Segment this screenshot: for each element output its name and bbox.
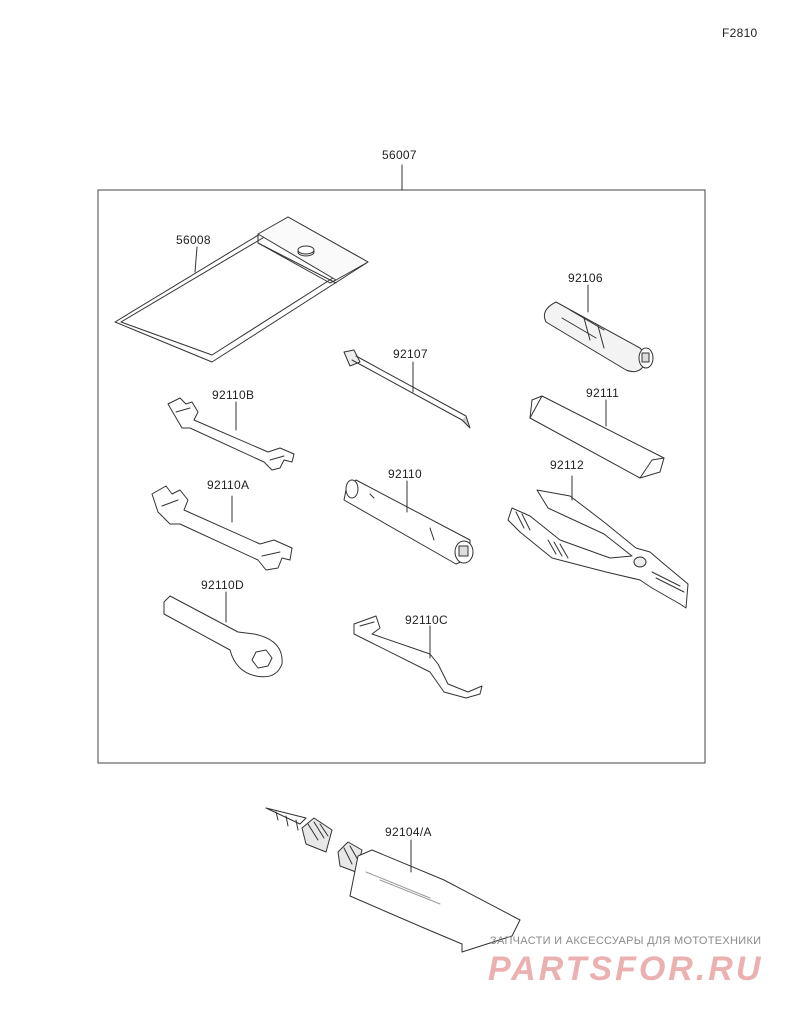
repair-tube	[337, 841, 521, 953]
label-56007: 56007	[382, 148, 417, 162]
label-92106: 92106	[568, 271, 603, 285]
flat-bar	[529, 395, 665, 479]
label-92107: 92107	[393, 347, 428, 361]
label-92110D: 92110D	[201, 578, 244, 592]
label-92110A: 92110A	[207, 478, 250, 492]
label-92110B: 92110B	[212, 388, 255, 402]
hook-wrench	[353, 615, 483, 699]
label-92110: 92110	[388, 467, 422, 481]
leader-56008	[194, 246, 198, 273]
label-92112: 92112	[550, 458, 584, 472]
label-92111: 92111	[586, 386, 620, 400]
grip-handle	[543, 301, 654, 373]
repair-nozzle	[265, 807, 333, 853]
open-wrench-large	[151, 485, 293, 571]
ring-wrench	[163, 595, 283, 678]
label-56008: 56008	[176, 233, 211, 247]
pliers	[507, 489, 689, 609]
watermark-logo: PARTSFOR.RU	[488, 950, 764, 988]
figure-code: F2810	[722, 26, 758, 40]
label-92104A: 92104/A	[385, 825, 432, 839]
watermark-caption: ЗАПЧАСТИ И АКСЕССУАРЫ ДЛЯ МОТОТЕХНИКИ	[490, 935, 762, 947]
label-92110C: 92110C	[405, 613, 448, 627]
open-wrench-small	[167, 397, 295, 471]
box-wrench-tube	[343, 479, 474, 565]
tool-case-pouch	[114, 216, 369, 363]
screwdriver	[343, 349, 471, 429]
